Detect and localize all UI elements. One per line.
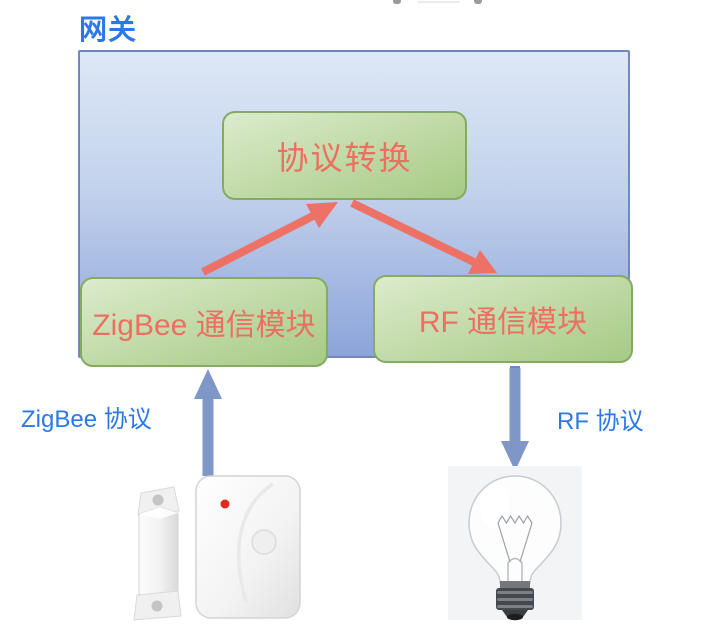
cropped-toolbar-fragment [474,0,482,4]
node-protocol-conversion-label: 协议转换 [276,139,413,176]
cropped-toolbar-fragment [393,0,401,4]
rf-protocol-label: RF 协议 [557,408,644,435]
gateway-title: 网关 [79,14,138,45]
cropped-toolbar-fragment [418,1,460,3]
node-zigbee-module-label: ZigBee 通信模块 [92,309,316,342]
arrow-sensor-to-zigbee [194,369,222,476]
node-rf-module: RF 通信模块 [373,275,633,363]
arrow-rf-to-bulb [501,366,529,471]
node-zigbee-module: ZigBee 通信模块 [80,277,328,367]
node-rf-module-label: RF 通信模块 [418,306,588,339]
light-bulb-image [448,466,582,621]
node-protocol-conversion: 协议转换 [222,111,467,200]
zigbee-protocol-label: ZigBee 协议 [21,406,152,433]
door-window-sensor-image [133,475,301,621]
